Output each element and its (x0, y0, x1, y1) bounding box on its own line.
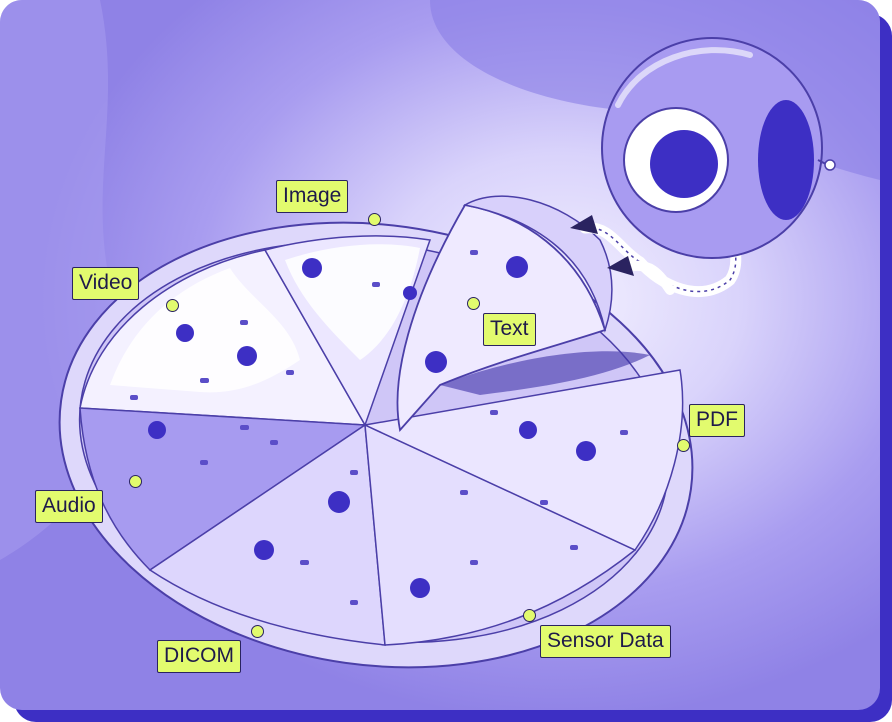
video-dot (166, 299, 179, 312)
label-dicom: DICOM (157, 640, 241, 673)
illustration-card: Image Video Text PDF Audio DICOM Sensor … (0, 0, 880, 710)
label-text: Text (483, 313, 536, 346)
label-audio: Audio (35, 490, 103, 523)
text-dot (467, 297, 480, 310)
label-sensor-data: Sensor Data (540, 625, 671, 658)
dicom-dot (251, 625, 264, 638)
robot-mascot-icon (570, 37, 836, 297)
pdf-dot (677, 439, 690, 452)
label-image: Image (276, 180, 349, 213)
image-dot (368, 213, 381, 226)
sensor-data-dot (523, 609, 536, 622)
audio-dot (129, 475, 142, 488)
label-video: Video (72, 267, 140, 300)
label-pdf: PDF (689, 404, 745, 437)
